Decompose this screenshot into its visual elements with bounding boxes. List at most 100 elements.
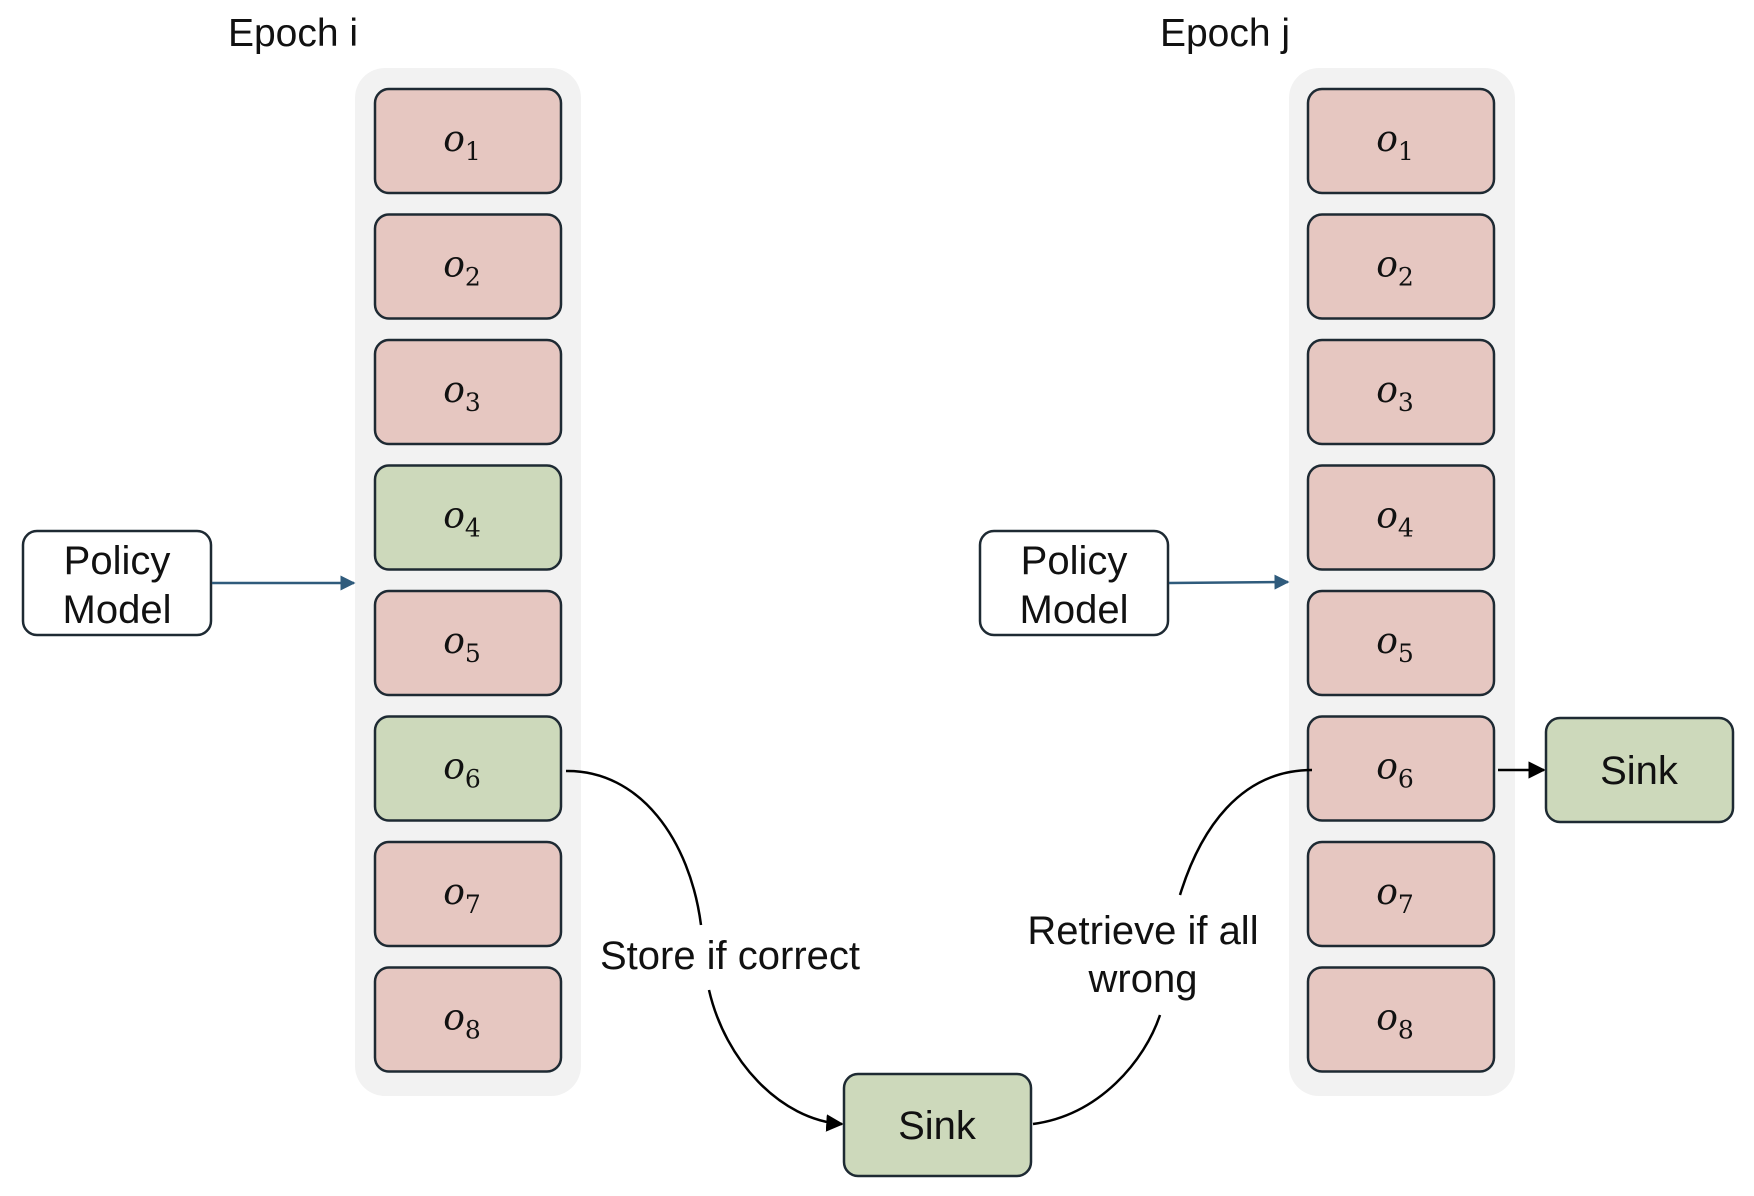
output-index: 4 [1398, 514, 1414, 543]
output-box-bg [1306, 589, 1496, 697]
output-box-o8: o8 [1306, 966, 1496, 1073]
output-index: 2 [465, 263, 481, 292]
output-index: 4 [465, 514, 481, 543]
output-box-bg [1306, 338, 1496, 446]
output-box-bg [1306, 464, 1496, 571]
epoch-i-policy-model: Policy Model [21, 529, 213, 637]
output-index: 5 [1398, 639, 1414, 668]
output-label: o7 [1376, 872, 1414, 919]
output-variable: o [443, 496, 465, 537]
policy-model-line2: Model [63, 588, 172, 632]
output-label: o5 [443, 621, 481, 668]
output-variable: o [1376, 496, 1398, 537]
policy-model-line2: Model [1020, 588, 1129, 632]
output-index: 1 [465, 137, 481, 166]
output-label: o3 [443, 370, 481, 417]
output-box-o5: o5 [1306, 589, 1496, 697]
center-sink-label: Sink [898, 1104, 977, 1148]
store-curve-bottom [707, 989, 844, 1132]
output-box-bg [373, 840, 563, 948]
output-variable: o [443, 119, 465, 160]
output-box-o1: o1 [373, 87, 563, 195]
output-label: o8 [1376, 998, 1414, 1045]
output-box-bg [373, 213, 563, 320]
store-if-correct-label: Store if correct [600, 934, 860, 978]
output-index: 5 [465, 639, 481, 668]
output-box-bg [373, 464, 563, 571]
output-label: o1 [1376, 119, 1414, 166]
output-box-bg [1306, 840, 1496, 948]
output-box-bg [373, 338, 563, 446]
output-box-bg [1306, 966, 1496, 1073]
output-variable: o [1376, 119, 1398, 160]
center-sink: Sink [842, 1072, 1033, 1178]
output-box-o7: o7 [373, 840, 563, 948]
output-box-bg [373, 589, 563, 697]
epoch-i-output-column [355, 68, 581, 1096]
output-variable: o [1376, 245, 1398, 286]
output-box-o2: o2 [1306, 213, 1496, 320]
epoch-j-sink: Sink [1544, 716, 1735, 824]
output-box-o8: o8 [373, 966, 563, 1073]
store-curve-top [565, 769, 703, 926]
epoch-i-title: Epoch i [228, 12, 358, 55]
output-box-o2: o2 [373, 213, 563, 320]
output-variable: o [1376, 747, 1398, 788]
output-index: 2 [1398, 263, 1414, 292]
output-variable: o [443, 621, 465, 662]
output-box-o4: o4 [373, 464, 563, 571]
retrieve-curve-bottom [1032, 1014, 1162, 1126]
output-box-bg [373, 966, 563, 1073]
output-label: o4 [443, 496, 481, 543]
output-label: o5 [1376, 621, 1414, 668]
output-box-o6: o6 [1306, 715, 1496, 822]
output-label: o1 [443, 119, 481, 166]
epoch-j-policy-model: Policy Model [978, 529, 1170, 637]
output-variable: o [443, 245, 465, 286]
output-box-o4: o4 [1306, 464, 1496, 571]
output-variable: o [1376, 872, 1398, 913]
policy-model-line1: Policy [64, 539, 171, 583]
output-index: 6 [1398, 765, 1414, 794]
policy-model-line1: Policy [1021, 539, 1128, 583]
output-variable: o [1376, 370, 1398, 411]
output-box-o1: o1 [1306, 87, 1496, 195]
epoch-j-policy-arrow [1168, 574, 1290, 590]
epoch-j-output-column [1289, 68, 1515, 1096]
output-label: o3 [1376, 370, 1414, 417]
output-index: 3 [465, 388, 481, 417]
output-variable: o [1376, 621, 1398, 662]
output-label: o4 [1376, 496, 1414, 543]
output-variable: o [1376, 998, 1398, 1039]
output-index: 8 [1398, 1016, 1414, 1045]
output-variable: o [443, 747, 465, 788]
output-box-o3: o3 [1306, 338, 1496, 446]
epoch-j-title: Epoch j [1160, 12, 1290, 55]
output-index: 6 [465, 765, 481, 794]
output-label: o2 [443, 245, 481, 292]
retrieve-label-line2: wrong [1088, 957, 1198, 1001]
output-index: 8 [465, 1016, 481, 1045]
output-variable: o [443, 872, 465, 913]
output-box-o3: o3 [373, 338, 563, 446]
output-label: o6 [443, 747, 481, 794]
retrieve-label-line1: Retrieve if all [1027, 909, 1258, 953]
output-box-bg [1306, 213, 1496, 320]
output-index: 7 [465, 890, 481, 919]
output-box-o5: o5 [373, 589, 563, 697]
output-variable: o [443, 998, 465, 1039]
output-index: 3 [1398, 388, 1414, 417]
output-variable: o [443, 370, 465, 411]
retrieve-curve-top [1178, 768, 1313, 896]
output-label: o6 [1376, 747, 1414, 794]
output-box-bg [1306, 87, 1496, 195]
output-box-bg [373, 715, 563, 822]
output-box-bg [1306, 715, 1496, 822]
output-label: o2 [1376, 245, 1414, 292]
epoch-j-sink-label: Sink [1600, 749, 1679, 793]
output-index: 7 [1398, 890, 1414, 919]
output-label: o8 [443, 998, 481, 1045]
